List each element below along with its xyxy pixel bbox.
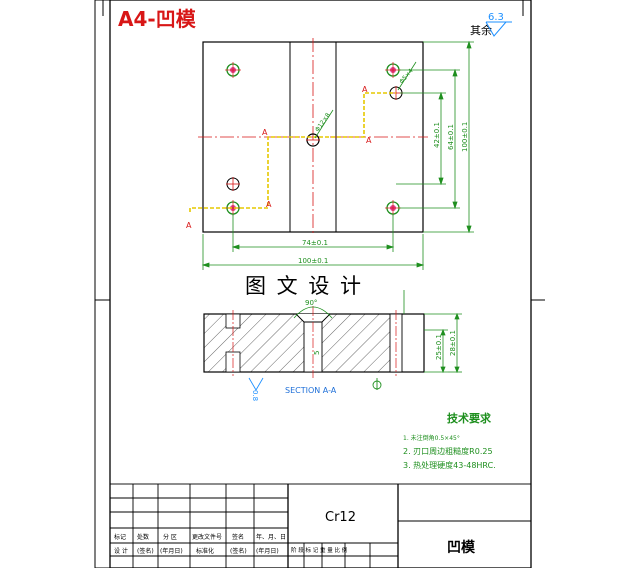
dim-height-1 <box>396 91 446 186</box>
section-hatch-left <box>204 314 304 372</box>
section-view: 90° 5 25±0.1 28±0.1 0.8 SECTION A-A <box>203 290 462 401</box>
roughness-value: 0.8 <box>251 390 259 401</box>
pin-hole-left <box>226 177 240 191</box>
title-block-bottom-row: 设 计 (签名) (年月日) 标准化 (签名) (年月日) <box>114 547 279 555</box>
dim-thickness-1-label: 25±0.1 <box>435 334 443 360</box>
dim-width-inner-label: 74±0.1 <box>302 239 328 247</box>
title-block-header-row: 标记 处数 分 区 更改文件号 签名 年、月、日 <box>114 533 286 541</box>
dim-width-inner <box>231 214 395 252</box>
svg-text:A: A <box>362 85 368 94</box>
svg-text:年、月、日: 年、月、日 <box>256 533 286 541</box>
dim-thickness-1 <box>424 328 448 374</box>
watermark-text: 图 文 设 计 <box>245 274 363 298</box>
title-block <box>109 483 532 568</box>
tech-requirement-item: 1. 未注倒角0.5×45° <box>403 434 460 442</box>
svg-text:A: A <box>366 136 372 145</box>
section-label: SECTION A-A <box>285 386 337 395</box>
tech-requirements-title: 技术要求 <box>447 411 492 425</box>
svg-text:A: A <box>186 221 192 230</box>
svg-text:更改文件号: 更改文件号 <box>192 533 222 541</box>
tech-requirements: 技术要求 1. 未注倒角0.5×45° 2. 刃口周边粗糙度R0.25 3. 热… <box>403 411 496 470</box>
section-cut-line <box>189 92 396 212</box>
dim-width-outer-label: 100±0.1 <box>298 257 328 265</box>
svg-text:(年月日): (年月日) <box>160 547 183 555</box>
corner-hole-tr <box>385 62 401 78</box>
tech-requirement-item: 3. 热处理硬度43-48HRC. <box>403 460 496 470</box>
drawing-title: A4-凹模 <box>118 7 197 31</box>
svg-text:签名: 签名 <box>232 533 244 541</box>
svg-text:A: A <box>266 200 272 209</box>
svg-text:分 区: 分 区 <box>163 533 177 541</box>
surface-finish-symbol: 其余 6.3 <box>470 12 512 37</box>
dim-height-1-label: 42±0.1 <box>433 122 441 148</box>
top-view: A A A A A Φ5×4 Φ12×8 74±0.1 <box>186 38 474 270</box>
svg-text:标记: 标记 <box>114 533 126 541</box>
surface-finish-prefix: 其余 <box>470 23 492 37</box>
hole-callout-b: Φ12×8 <box>314 112 332 134</box>
drawing-frame <box>94 0 545 568</box>
svg-text:(签名): (签名) <box>137 547 154 555</box>
svg-text:A: A <box>262 128 268 137</box>
section-angle-label: 90° <box>305 299 317 307</box>
svg-text:(年月日): (年月日) <box>256 547 279 555</box>
hole-leader-b: Φ12×8 <box>314 109 334 139</box>
dim-height-2 <box>400 68 460 210</box>
hole-leader-a: Φ5×4 <box>397 61 417 91</box>
center-die-hole <box>306 133 320 147</box>
material-label: Cr12 <box>325 510 356 525</box>
svg-text:(签名): (签名) <box>230 547 247 555</box>
title-block-stage-row: 阶 段 标 记 重 量 比 例 <box>291 546 348 554</box>
corner-hole-br <box>385 200 401 216</box>
svg-text:设 计: 设 计 <box>114 547 128 555</box>
dim-thickness-2 <box>424 312 462 374</box>
dim-height-3-label: 100±0.1 <box>461 122 469 152</box>
grind-symbol <box>372 378 382 390</box>
section-marks: A A A A A <box>186 85 372 230</box>
corner-hole-tl <box>225 62 241 78</box>
dim-thickness-2-label: 28±0.1 <box>449 330 457 356</box>
svg-text:标准化: 标准化 <box>196 547 214 555</box>
part-name-label: 凹模 <box>447 539 476 556</box>
corner-hole-bl <box>225 200 241 216</box>
dim-height-3 <box>423 40 474 234</box>
section-hatch-right <box>322 314 390 372</box>
section-depth-label: 5 <box>313 351 321 355</box>
svg-text:处数: 处数 <box>137 533 149 541</box>
dim-width-outer <box>201 234 425 270</box>
surface-finish-value: 6.3 <box>488 12 504 23</box>
roughness-symbol: 0.8 <box>248 377 264 401</box>
dim-height-2-label: 64±0.1 <box>447 124 455 150</box>
tech-requirement-item: 2. 刃口周边粗糙度R0.25 <box>403 446 493 456</box>
